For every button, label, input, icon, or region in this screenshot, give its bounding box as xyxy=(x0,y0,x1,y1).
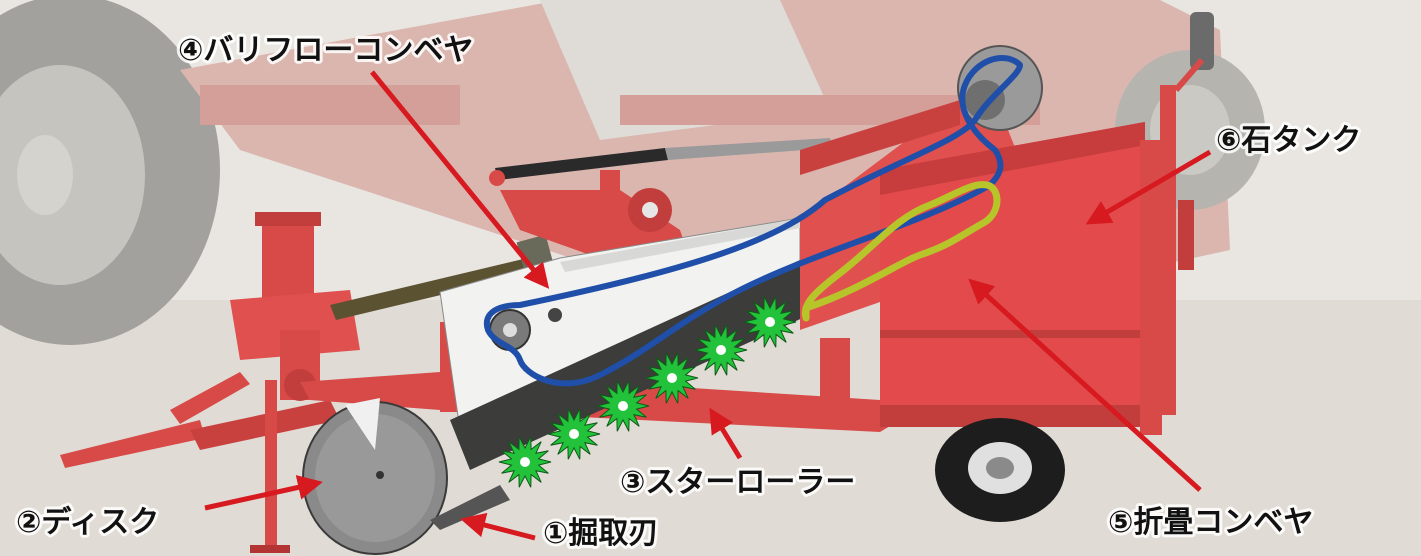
star-roller-section xyxy=(498,296,797,488)
star-roller-hub xyxy=(520,457,530,467)
callout-arrows xyxy=(204,70,1212,541)
gearbox-tower xyxy=(230,212,360,401)
hitch-drawbar xyxy=(60,372,340,553)
label-stone-tank: ⑥石タンク xyxy=(1216,123,1361,158)
label-digging-blade: ①掘取刃 xyxy=(543,516,658,551)
star-roller-hub xyxy=(569,429,579,439)
arrow-digging-blade xyxy=(460,512,536,541)
label-star-roller: ③スターローラー xyxy=(620,465,855,500)
arrow-folding-conveyor xyxy=(968,278,1202,492)
arrow-bari-flow-conveyor xyxy=(370,70,550,289)
arrow-stone-tank xyxy=(1085,149,1212,225)
arrow-disc xyxy=(204,475,323,511)
star-roller-hub xyxy=(765,317,775,327)
hydraulic-cylinder xyxy=(489,138,832,186)
bari-flow-conveyor-path xyxy=(483,54,1023,387)
label-bari-flow-conveyor: ④バリフローコンベヤ xyxy=(178,33,473,68)
label-folding-conveyor: ⑤折畳コンベヤ xyxy=(1108,505,1313,540)
folding-conveyor-outline xyxy=(801,181,1001,322)
label-disc: ②ディスク xyxy=(16,505,159,540)
star-roller-hub xyxy=(667,373,677,383)
star-roller-hub xyxy=(618,401,628,411)
disc xyxy=(302,398,448,555)
rear-wheel xyxy=(935,418,1065,522)
star-roller-hub xyxy=(716,345,726,355)
digging-blade xyxy=(430,485,510,530)
background-tractor-tire xyxy=(0,0,220,345)
arrow-star-roller xyxy=(709,407,743,460)
